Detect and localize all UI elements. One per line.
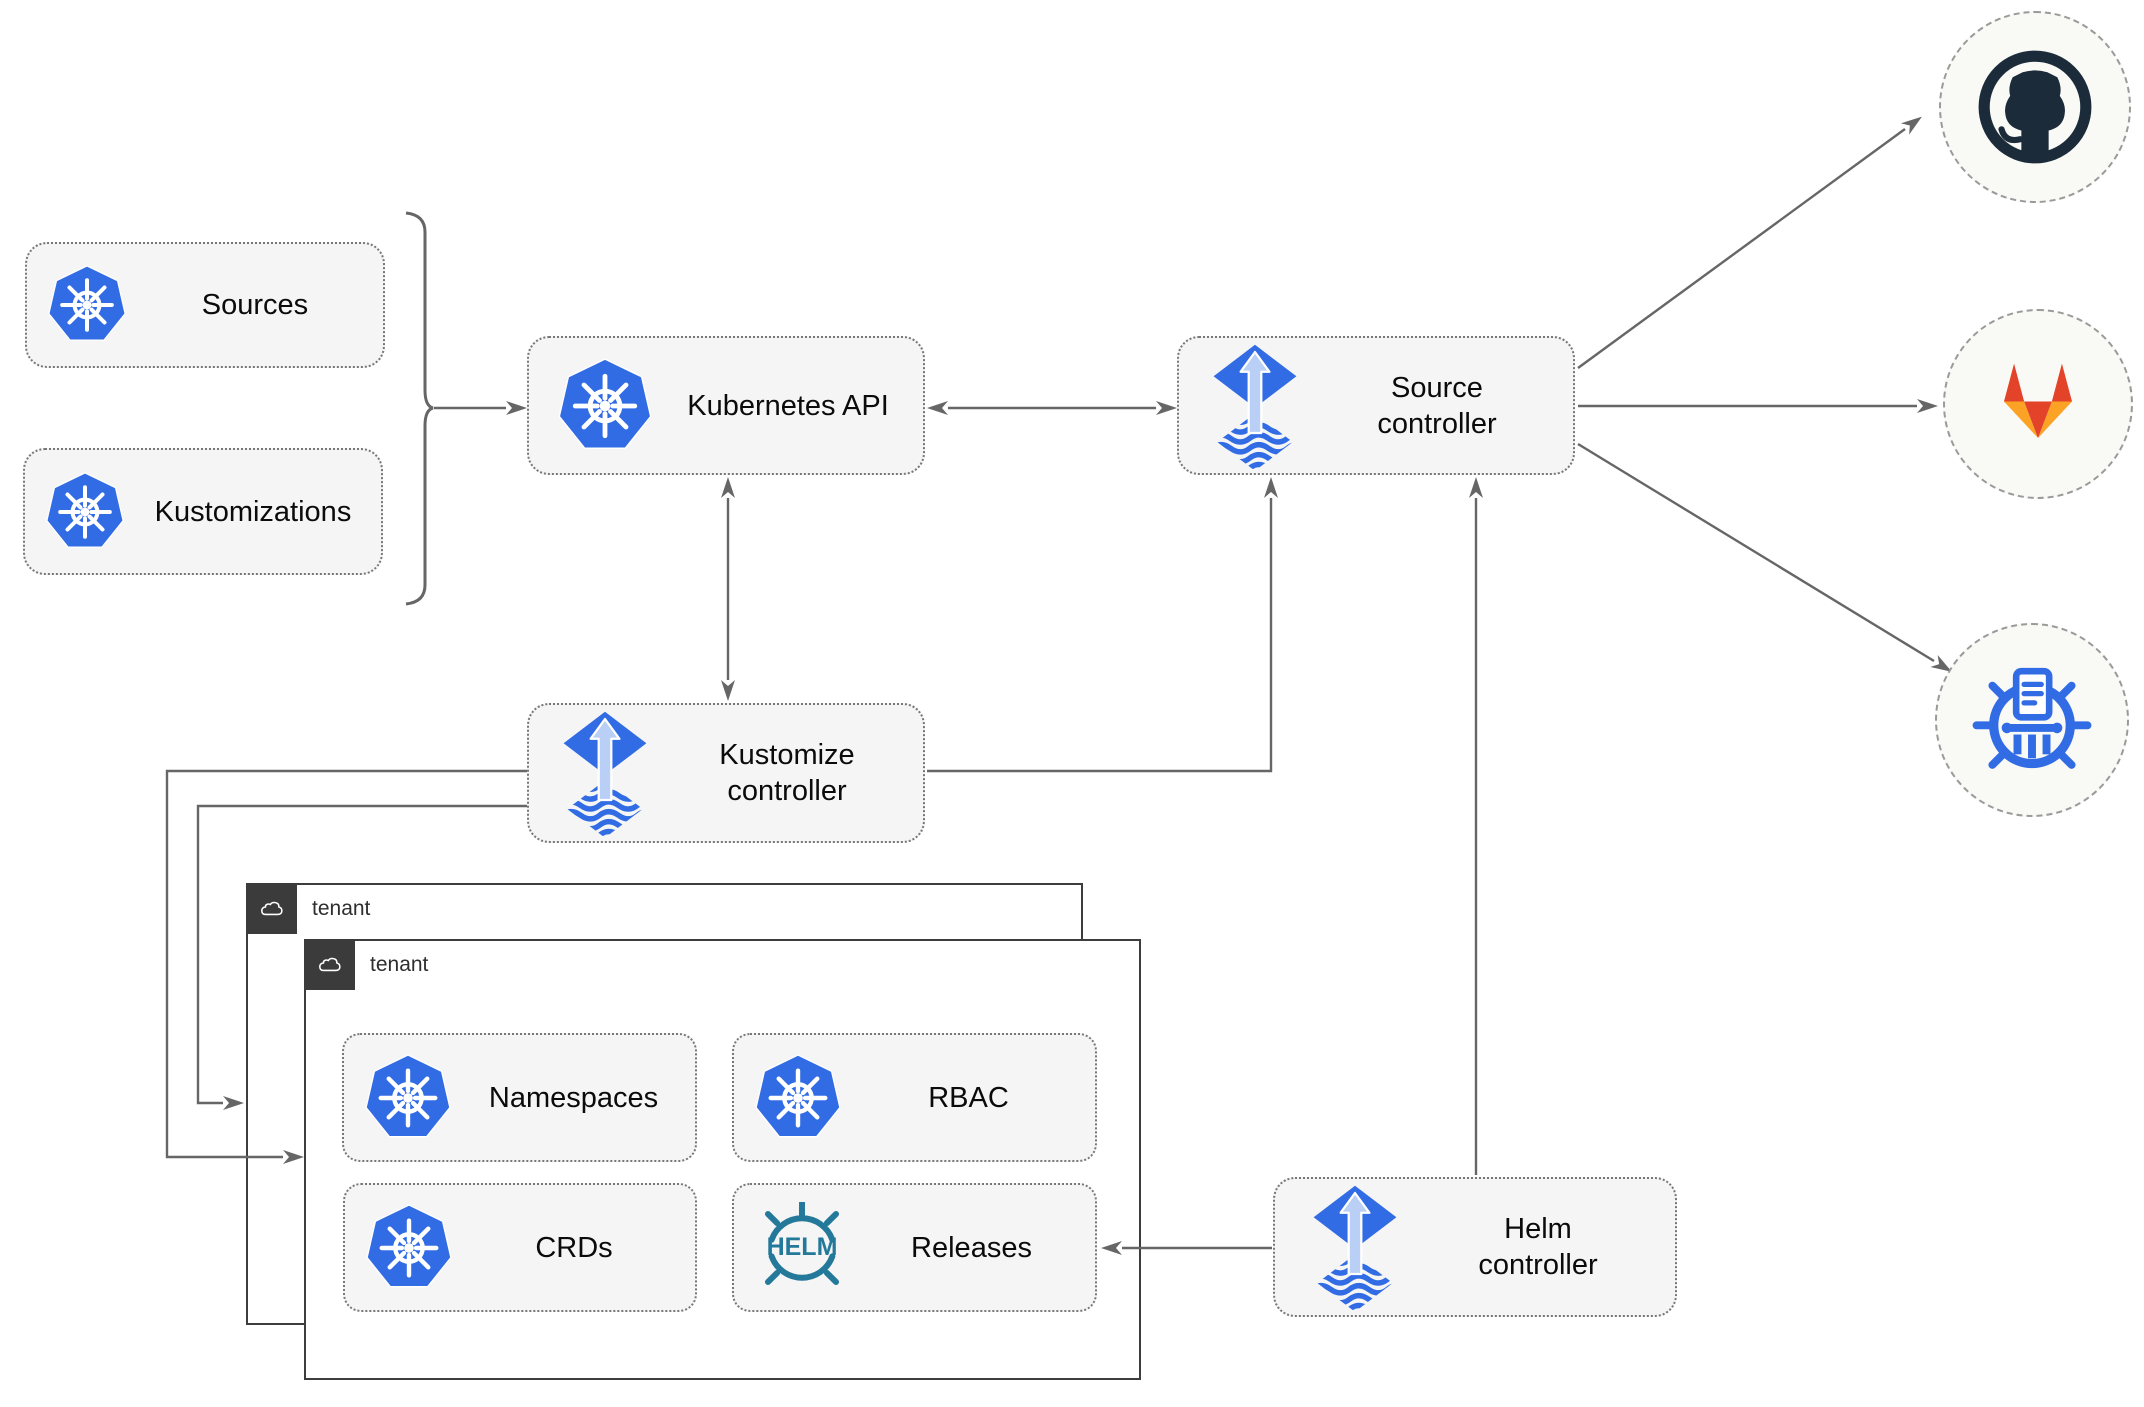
node-namespaces-label: Namespaces — [488, 1081, 659, 1114]
node-releases-label: Releases — [911, 1231, 1032, 1264]
node-rbac: RBAC — [732, 1033, 1097, 1162]
arrow-kustomize-to-source-controller — [927, 477, 1278, 773]
node-crds: CRDs — [343, 1183, 697, 1312]
node-namespaces: Namespaces — [342, 1033, 697, 1162]
kubernetes-icon — [364, 1054, 452, 1142]
tenant-back-label: tenant — [312, 897, 371, 920]
node-helm-controller: Helm controller — [1273, 1177, 1677, 1317]
node-rbac-label: RBAC — [928, 1081, 1009, 1114]
gitlab-icon — [1975, 341, 2101, 467]
node-source-controller-label: Source controller — [1301, 370, 1573, 442]
node-releases: HELM Releases — [732, 1183, 1097, 1312]
kubernetes-icon — [754, 1054, 842, 1142]
flux-icon — [559, 710, 651, 836]
node-sources-label: Sources — [201, 289, 309, 321]
arrow-source-to-github — [1577, 116, 1922, 369]
node-sources: Sources — [25, 242, 385, 368]
node-helm-controller-label: Helm controller — [1401, 1211, 1675, 1283]
label-line1: Kustomize — [719, 739, 855, 771]
flux-icon — [1309, 1184, 1401, 1310]
node-crds-label: CRDs — [535, 1231, 613, 1264]
label-line2: controller — [1377, 407, 1497, 440]
node-kustomizations: Kustomizations — [23, 448, 383, 575]
cloud-icon — [255, 892, 289, 926]
github-icon — [1973, 45, 2097, 169]
node-kustomizations-label: Kustomizations — [154, 495, 352, 528]
registry-badge — [1935, 623, 2129, 817]
node-source-controller: Source controller — [1177, 336, 1575, 475]
kubernetes-icon — [365, 1204, 453, 1292]
helm-icon: HELM — [756, 1202, 848, 1294]
label-line1: Source — [1391, 371, 1483, 404]
kubernetes-icon — [557, 358, 653, 454]
gitlab-badge — [1943, 309, 2133, 499]
node-kubernetes-api-label: Kubernetes API — [687, 389, 889, 422]
node-kustomize-controller: Kustomize controller — [527, 703, 925, 843]
arrow-source-to-registry — [1577, 442, 1952, 672]
tenant-front-label: tenant — [370, 953, 429, 976]
helm-repository-icon — [1966, 654, 2098, 786]
helm-wordmark: HELM — [766, 1233, 838, 1261]
label-line2: controller — [1478, 1249, 1598, 1281]
label-line1: Helm — [1504, 1213, 1572, 1245]
kubernetes-icon — [47, 265, 127, 345]
label-line2: controller — [727, 775, 847, 807]
brace-sources-group — [405, 211, 434, 606]
node-kubernetes-api: Kubernetes API — [527, 336, 925, 475]
node-kustomize-controller-label: Kustomize controller — [651, 737, 923, 809]
tenant-back-tag — [246, 883, 297, 934]
github-badge — [1939, 11, 2131, 203]
tenant-front-tag — [304, 939, 355, 990]
flux-icon — [1209, 343, 1301, 469]
kubernetes-icon — [45, 472, 125, 552]
cloud-icon — [313, 948, 347, 982]
